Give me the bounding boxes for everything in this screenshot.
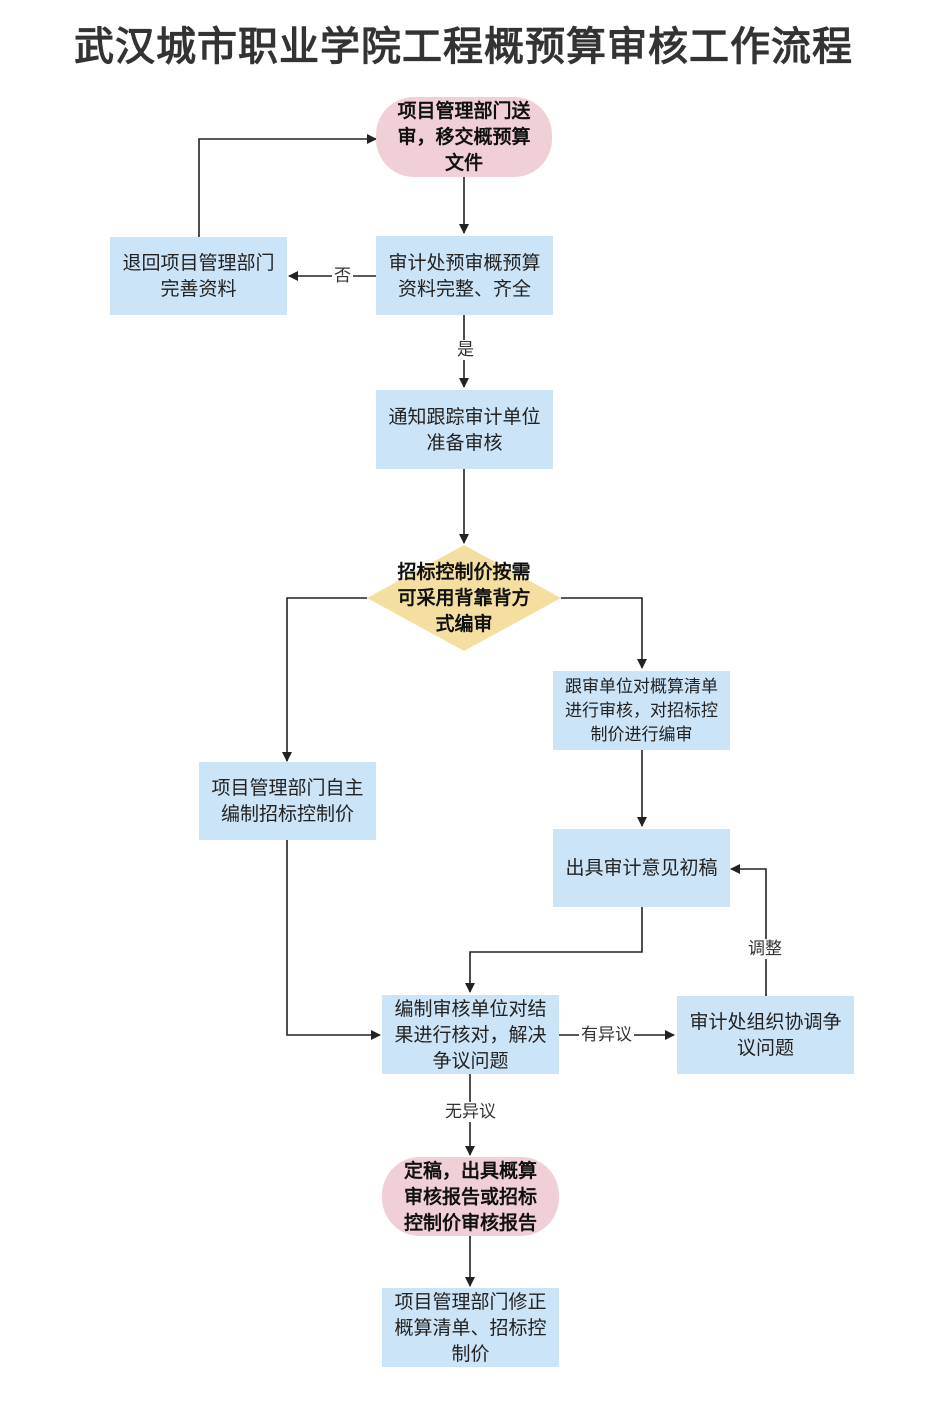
final-terminal-label: 定稿，出具概算审核报告或招标控制价审核报告 bbox=[403, 1159, 537, 1234]
edge-label-no-dispute: 无异议 bbox=[443, 1102, 498, 1122]
draft-box: 出具审计意见初稿 bbox=[553, 829, 730, 907]
self-compile-box: 项目管理部门自主编制招标控制价 bbox=[199, 762, 376, 840]
edge-label-no: 否 bbox=[332, 266, 353, 286]
final-terminal: 定稿，出具概算审核报告或招标控制价审核报告 bbox=[382, 1157, 559, 1236]
reconcile-box-label: 编制审核单位对结果进行核对，解决争议问题 bbox=[394, 997, 547, 1072]
edge-label-dispute: 有异议 bbox=[579, 1025, 634, 1045]
edge-self-compile-to-reconcile bbox=[286, 840, 381, 1040]
notify-box-label: 通知跟踪审计单位准备审核 bbox=[388, 405, 541, 454]
start-terminal: 项目管理部门送审，移交概预算文件 bbox=[376, 97, 552, 177]
return-box: 退回项目管理部门完善资料 bbox=[110, 237, 287, 315]
decision-node: 招标控制价按需可采用背靠背方式编审 bbox=[367, 545, 561, 651]
edge-return-to-start bbox=[198, 134, 377, 237]
coordinate-box-label: 审计处组织协调争议问题 bbox=[689, 1011, 842, 1059]
precheck-box: 审计处预审概预算资料完整、齐全 bbox=[376, 236, 553, 315]
edge-draft-to-reconcile bbox=[465, 907, 643, 993]
start-terminal-label: 项目管理部门送审，移交概预算文件 bbox=[397, 100, 531, 174]
coordinate-box: 审计处组织协调争议问题 bbox=[677, 996, 854, 1074]
edge-label-yes: 是 bbox=[455, 340, 476, 360]
track-review-box: 跟审单位对概算清单进行审核，对招标控制价进行编审 bbox=[553, 671, 730, 750]
draft-box-label: 出具审计意见初稿 bbox=[565, 857, 718, 879]
decision-node-label: 招标控制价按需可采用背靠背方式编审 bbox=[397, 561, 531, 635]
reconcile-box: 编制审核单位对结果进行核对，解决争议问题 bbox=[382, 995, 559, 1074]
edge-decision-to-track-review bbox=[561, 597, 647, 669]
edge-label-adjust: 调整 bbox=[746, 939, 784, 959]
revise-box-label: 项目管理部门修正概算清单、招标控制价 bbox=[394, 1290, 547, 1365]
notify-box: 通知跟踪审计单位准备审核 bbox=[376, 390, 553, 469]
precheck-box-label: 审计处预审概预算资料完整、齐全 bbox=[388, 251, 541, 300]
decision-diamond-shape bbox=[367, 545, 561, 651]
edge-coordinate-to-draft bbox=[730, 864, 767, 996]
track-review-box-label: 跟审单位对概算清单进行审核，对招标控制价进行编审 bbox=[565, 676, 718, 745]
edge-decision-to-self-compile bbox=[282, 597, 367, 762]
self-compile-box-label: 项目管理部门自主编制招标控制价 bbox=[211, 777, 364, 825]
revise-box: 项目管理部门修正概算清单、招标控制价 bbox=[382, 1288, 559, 1367]
return-box-label: 退回项目管理部门完善资料 bbox=[122, 252, 275, 300]
page-title: 武汉城市职业学院工程概预算审核工作流程 bbox=[74, 24, 853, 70]
